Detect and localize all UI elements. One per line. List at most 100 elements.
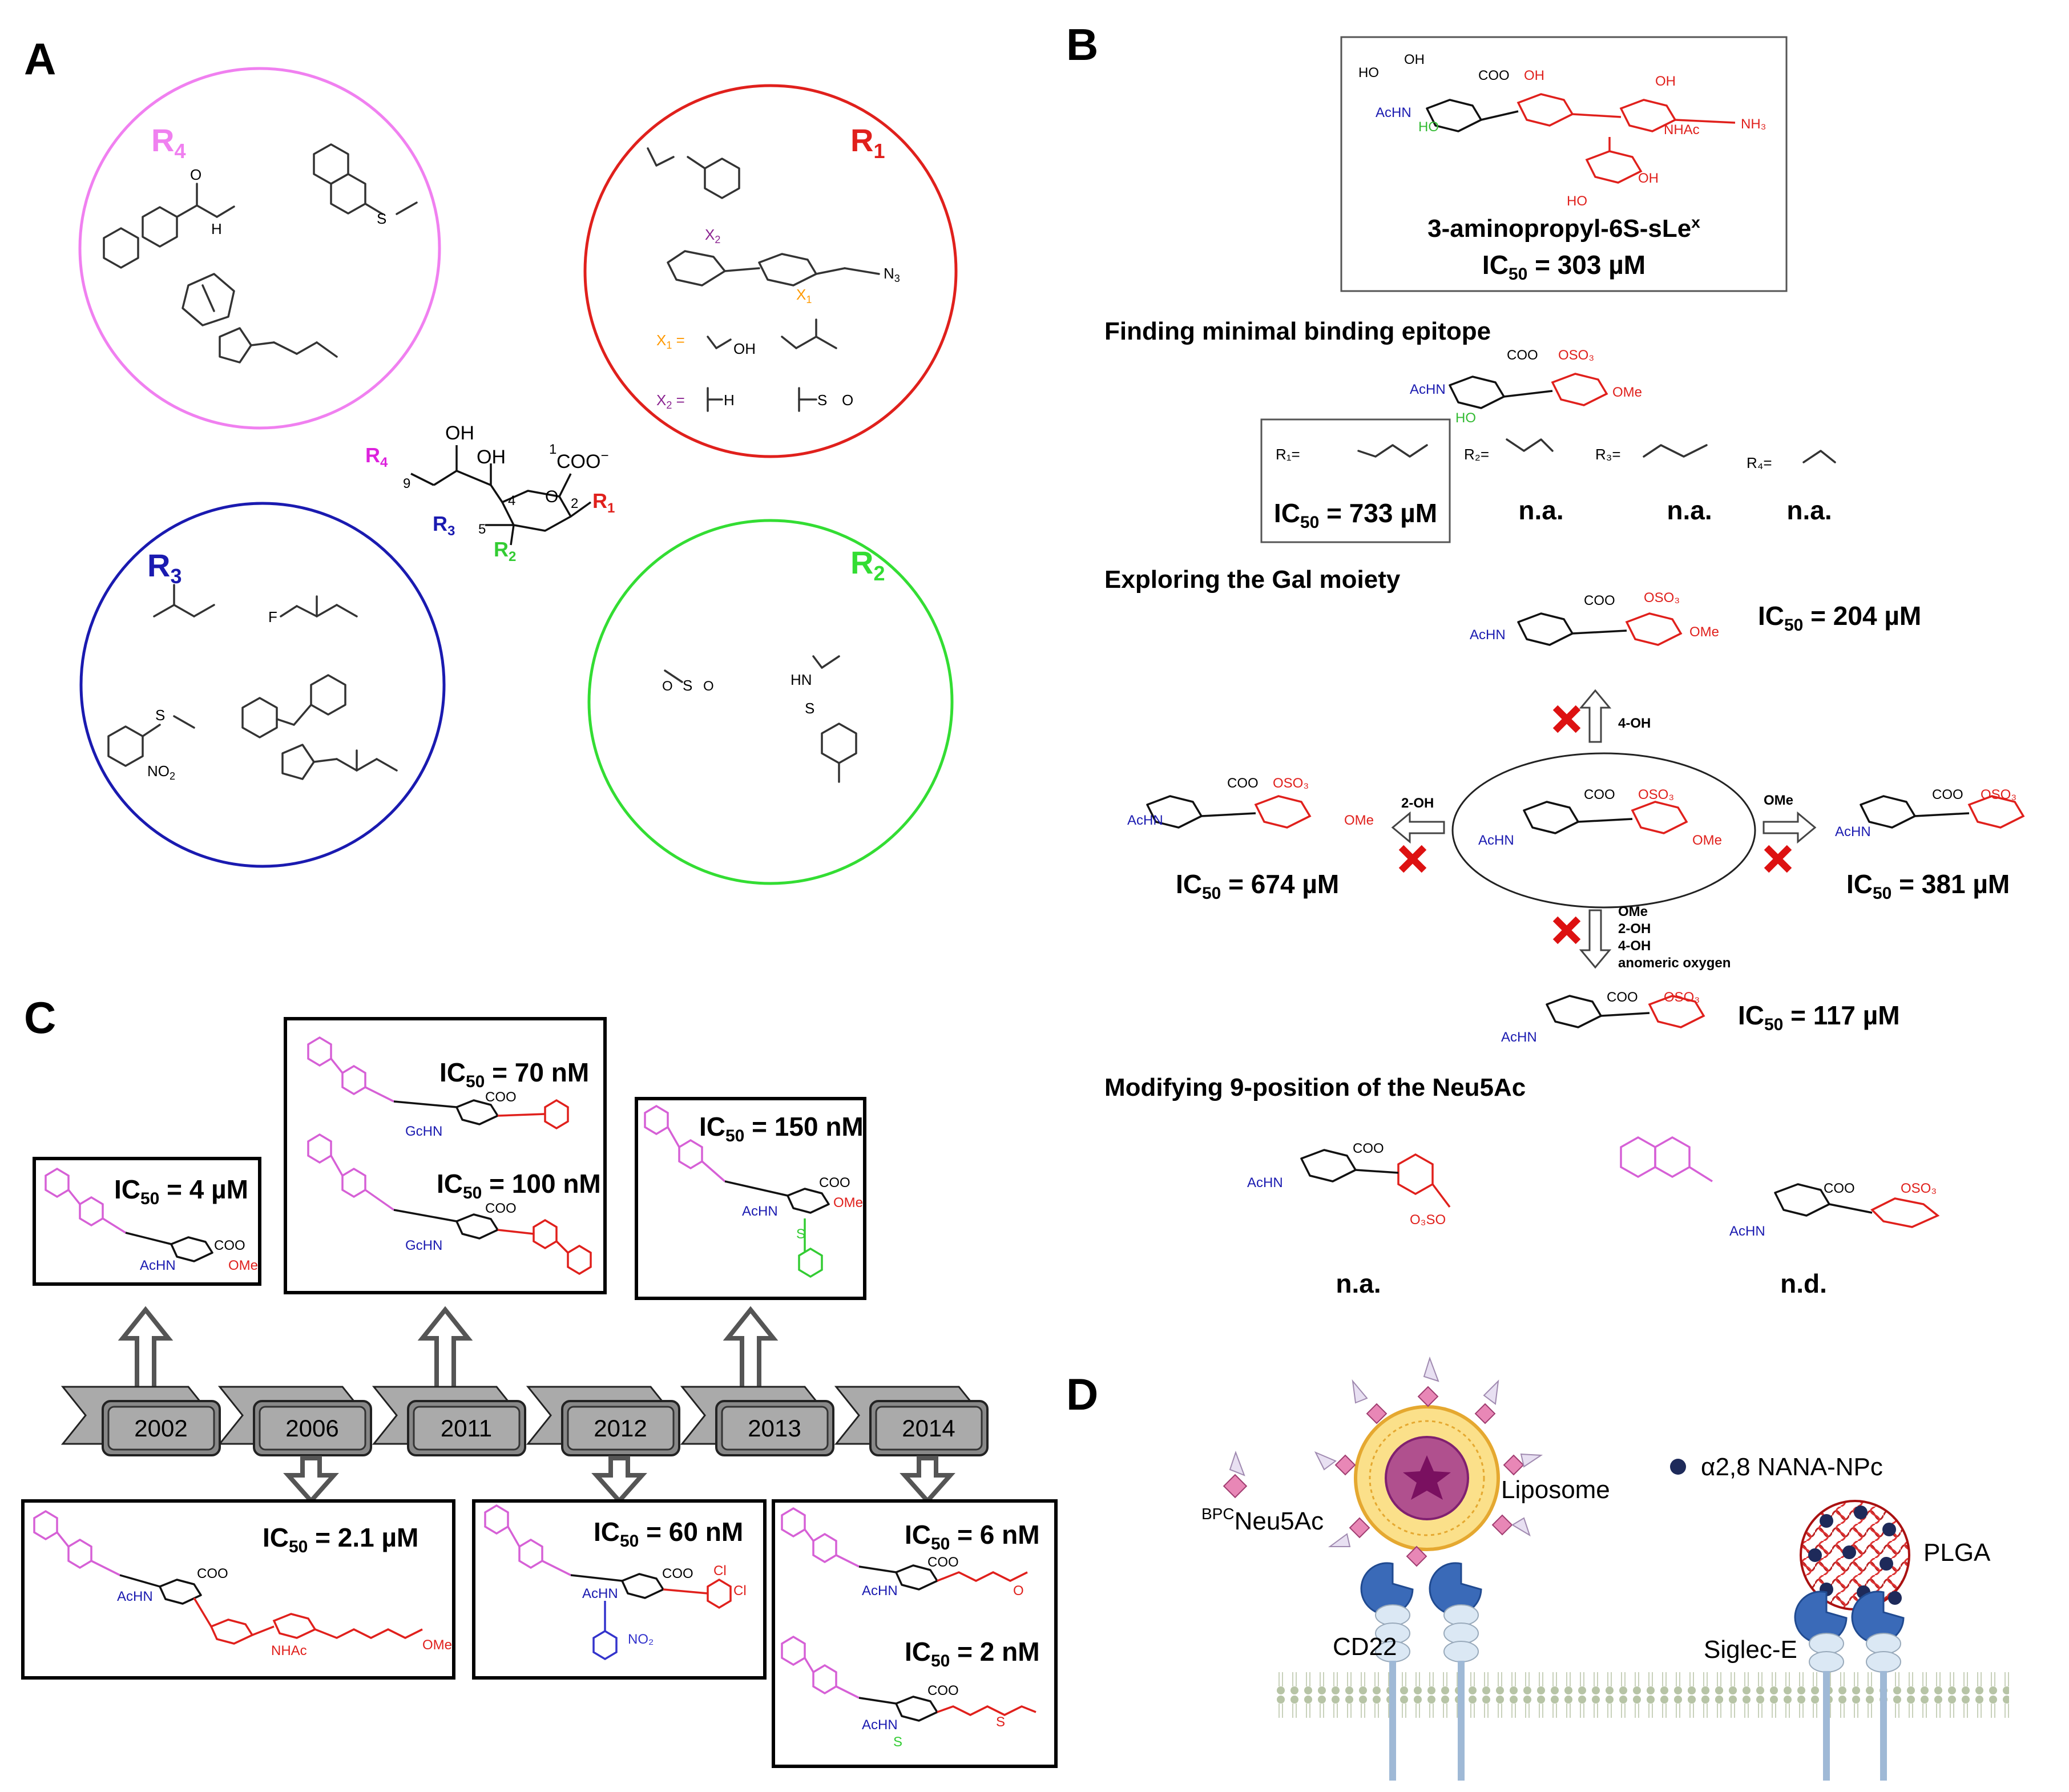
- svg-text:AcHN: AcHN: [742, 1204, 778, 1219]
- svg-text:OSO₃: OSO₃: [1558, 348, 1594, 363]
- svg-text:HN: HN: [791, 671, 812, 688]
- svg-text:OH: OH: [1655, 74, 1676, 89]
- svg-text:COO: COO: [197, 1566, 228, 1581]
- svg-text:COO: COO: [214, 1238, 245, 1253]
- svg-text:AcHN: AcHN: [1247, 1175, 1283, 1190]
- compound-2012: AcHN COO Cl Cl NO₂: [484, 1504, 747, 1661]
- svg-text:HO: HO: [1455, 410, 1476, 426]
- svg-text:COO: COO: [1584, 787, 1615, 802]
- azide-label: N3: [884, 265, 900, 284]
- arrow-down-multi: OMe 2-OH 4-OH anomeric oxygen: [1552, 904, 1731, 971]
- sialic-acid-core-structure: OH OH O COO− 1 2 4 5 9 R1 R2 R3 R4: [365, 422, 615, 564]
- svg-text:O₃SO: O₃SO: [1410, 1212, 1446, 1228]
- r2-epitope-result: n.a.: [1518, 495, 1563, 525]
- svg-text:OSO₃: OSO₃: [1981, 787, 2016, 802]
- top-compound-box: [1340, 36, 1788, 292]
- svg-text:F: F: [268, 608, 277, 625]
- svg-text:O: O: [662, 679, 673, 694]
- arrow-up-4oh: 4-OH: [1552, 689, 1651, 743]
- year-label-2013: 2013: [748, 1415, 801, 1442]
- svg-text:OMe: OMe: [1612, 385, 1642, 400]
- arrow-up-2013: [723, 1306, 779, 1398]
- svg-text:HO: HO: [1418, 119, 1439, 135]
- r4-epitope-result: n.a.: [1786, 495, 1832, 525]
- svg-text:4-OH: 4-OH: [1618, 938, 1651, 954]
- svg-text:COO: COO: [819, 1175, 850, 1190]
- core-r1: R1: [592, 489, 615, 516]
- cell-membrane-right: [1684, 1669, 2009, 1724]
- nana-npc-legend-icon: [1670, 1459, 1686, 1475]
- epitope-substituent-sketches: [1357, 438, 1836, 463]
- svg-text:COO: COO: [1607, 990, 1638, 1005]
- svg-text:R₃=: R₃=: [1595, 446, 1621, 463]
- svg-text:OMe: OMe: [1692, 833, 1722, 848]
- svg-text:AcHN: AcHN: [1470, 627, 1506, 643]
- nine-right-result: n.d.: [1780, 1269, 1827, 1298]
- x1-options: X1 = OH: [656, 318, 837, 357]
- svg-text:COO: COO: [485, 1089, 517, 1105]
- svg-text:AcHN: AcHN: [1376, 105, 1411, 120]
- svg-text:OSO₃: OSO₃: [1644, 590, 1680, 606]
- svg-text:COO: COO: [927, 1555, 959, 1570]
- year-label-2011: 2011: [441, 1415, 492, 1442]
- core-r2: R2: [494, 538, 516, 564]
- top-compound-ic50: IC50 = 303 µM: [1482, 250, 1645, 284]
- r4-label: R4: [151, 122, 185, 163]
- svg-text:O: O: [190, 166, 201, 183]
- svg-text:OH: OH: [1524, 68, 1544, 83]
- panel-letter-d: D: [1066, 1369, 1098, 1419]
- svg-text:Cl: Cl: [733, 1583, 747, 1599]
- plga-nanoparticle-icon: [1800, 1500, 1910, 1611]
- svg-text:NO₂: NO₂: [628, 1632, 654, 1647]
- arrow-down-2014: [900, 1456, 955, 1505]
- svg-text:R₄=: R₄=: [1747, 454, 1772, 471]
- red-x-icon: [1764, 845, 1792, 873]
- panel-a: A R4 O H S: [24, 34, 958, 885]
- svg-text:O: O: [842, 392, 853, 409]
- svg-text:NHAc: NHAc: [1664, 122, 1700, 138]
- svg-text:OSO₃: OSO₃: [1901, 1181, 1937, 1196]
- arrow-up-2002: [118, 1306, 174, 1398]
- disaccharide-azide-structure: N3 X1 X2: [667, 226, 900, 305]
- svg-text:OMe: OMe: [833, 1195, 863, 1210]
- timeline: 2002 2006 2011 2012 2013 2014: [61, 1386, 989, 1456]
- r3-substituent-circle: R3 F S NO2: [79, 502, 446, 868]
- cell-membrane-left: [1276, 1669, 1741, 1724]
- sle-x-structure: HO OH AcHN HO COO OH OH NHAc NH₃ HO OH: [1358, 52, 1766, 209]
- svg-text:AcHN: AcHN: [1410, 382, 1446, 397]
- svg-text:9: 9: [403, 476, 410, 491]
- nine-left-compound: AcHN COO O₃SO: [1247, 1141, 1451, 1228]
- svg-text:AcHN: AcHN: [1127, 813, 1163, 828]
- x1-position-label: X1: [796, 286, 812, 305]
- tosyl-sulfonamide-structure: HN S: [791, 655, 857, 783]
- panel-letter-c: C: [24, 992, 56, 1043]
- svg-text:AcHN: AcHN: [140, 1258, 176, 1273]
- gal-bottom-compound: AcHN COO OSO₃: [1501, 990, 1705, 1045]
- svg-text:H: H: [211, 220, 222, 237]
- panel-c: C IC50 = 4 µM AcHN COO OMe IC50 = 70 nM …: [21, 992, 1058, 1768]
- compound-2011-b: GcHN COO: [307, 1133, 592, 1276]
- gal-parent-ellipse: [1451, 752, 1756, 909]
- year-label-2012: 2012: [594, 1415, 647, 1442]
- biphenyl-amide-structure: O H: [103, 166, 235, 269]
- box-2006: [21, 1499, 455, 1680]
- compound-2013: AcHN COO OMe S: [644, 1104, 863, 1278]
- svg-text:COO: COO: [1227, 776, 1259, 791]
- svg-text:5: 5: [478, 522, 486, 537]
- adamantyl-triazole-carbamate-structure: [182, 273, 338, 364]
- svg-text:O: O: [1013, 1583, 1024, 1599]
- bpc-neu5ac-label: BPCNeu5Ac: [1201, 1505, 1324, 1535]
- liposome-icon: [1314, 1356, 1543, 1567]
- compound-2014-a: AcHN COO O: [781, 1507, 1028, 1599]
- svg-text:S: S: [996, 1714, 1005, 1730]
- svg-text:COO: COO: [1584, 593, 1615, 608]
- svg-text:AcHN: AcHN: [1729, 1224, 1765, 1239]
- acetamide-structure: [153, 584, 215, 617]
- cd22-receptor-icons: [1360, 1562, 1482, 1781]
- svg-text:OSO₃: OSO₃: [1638, 787, 1674, 802]
- ic50-2011-a: IC50 = 70 nM: [439, 1058, 589, 1091]
- nitro-label: NO2: [147, 762, 175, 782]
- red-x-icon: [1398, 845, 1427, 873]
- r3-epitope-result: n.a.: [1667, 495, 1712, 525]
